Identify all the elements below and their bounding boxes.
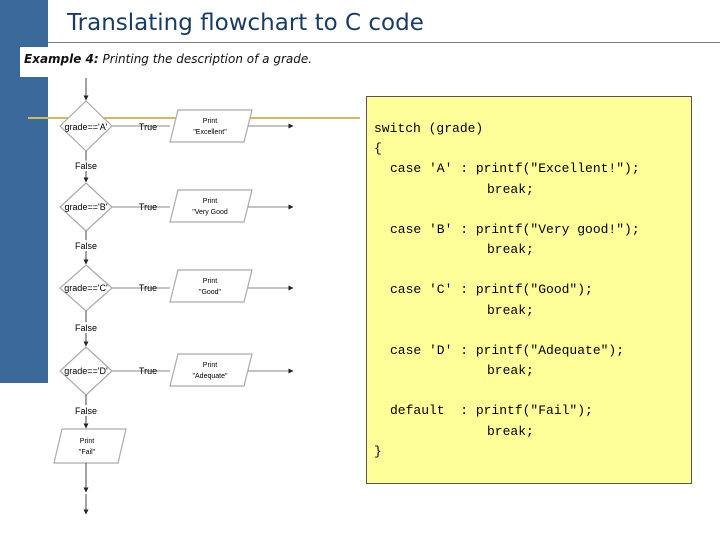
print-text-a: "Excellent"	[193, 129, 227, 136]
print-title-b: Print	[203, 198, 217, 205]
print-box-d	[169, 353, 253, 387]
decision-condition-d: grade=='D'	[64, 366, 108, 376]
true-label-a: True	[139, 122, 157, 132]
example-subtitle: Example 4: Printing the description of a…	[24, 52, 312, 66]
false-label-c: False	[75, 323, 97, 333]
example-label: Example 4:	[24, 52, 99, 66]
print-box-b	[169, 189, 253, 223]
print-text-b: "Very Good	[192, 209, 228, 216]
code-line-break-default: break;	[487, 424, 534, 439]
code-line-break-c: break;	[487, 303, 534, 318]
print-box-default	[53, 428, 127, 464]
decision-block-a: grade=='A' True Print "Excellent" False …	[59, 78, 294, 183]
code-line-open-brace: {	[374, 141, 382, 156]
print-text-d: "Adequate"	[193, 373, 228, 380]
code-line-close-brace: }	[374, 444, 382, 459]
false-label-a: False	[75, 161, 97, 171]
decision-block-b: grade=='B' True Print "Very Good False	[59, 182, 294, 265]
slide-title: Translating flowchart to C code	[67, 10, 424, 36]
code-line-case-c: case 'C' : printf("Good");	[390, 282, 593, 297]
print-title-c: Print	[203, 278, 217, 285]
decision-condition-b: grade=='B'	[65, 202, 108, 212]
code-line-case-b: case 'B' : printf("Very good!");	[390, 222, 640, 237]
true-label-b: True	[139, 202, 157, 212]
print-text-default: "Fail"	[79, 449, 96, 456]
true-label-c: True	[139, 283, 157, 293]
code-panel: switch (grade) { case 'A' : printf("Exce…	[366, 96, 692, 484]
print-text-c: "Good"	[199, 289, 222, 296]
code-line-case-a: case 'A' : printf("Excellent!");	[390, 161, 640, 176]
decision-block-d: grade=='D' True Print "Adequate" False	[59, 346, 294, 429]
code-line-break-d: break;	[487, 363, 534, 378]
decision-condition-a: grade=='A'	[65, 122, 108, 132]
print-title-a: Print	[203, 118, 217, 125]
false-label-b: False	[75, 241, 97, 251]
code-line-switch: switch (grade)	[374, 121, 484, 136]
example-text: Printing the description of a grade.	[102, 52, 313, 66]
code-line-case-d: case 'D' : printf("Adequate");	[390, 343, 625, 358]
print-title-d: Print	[203, 362, 217, 369]
false-label-d: False	[75, 406, 97, 416]
print-title-default: Print	[80, 438, 94, 445]
code-line-break-a: break;	[487, 182, 534, 197]
print-box-c	[169, 269, 253, 303]
code-line-break-b: break;	[487, 242, 534, 257]
default-print-block: Print "Fail"	[53, 428, 127, 515]
true-label-d: True	[139, 366, 157, 376]
title-divider	[48, 42, 720, 43]
decision-block-c: grade=='C' True Print "Good" False	[59, 264, 294, 347]
code-line-default: default : printf("Fail");	[390, 403, 593, 418]
svg-text:False: False	[75, 161, 97, 171]
subtitle-background	[20, 47, 320, 77]
print-box-a	[169, 109, 253, 143]
decision-condition-c: grade=='C'	[64, 283, 108, 293]
